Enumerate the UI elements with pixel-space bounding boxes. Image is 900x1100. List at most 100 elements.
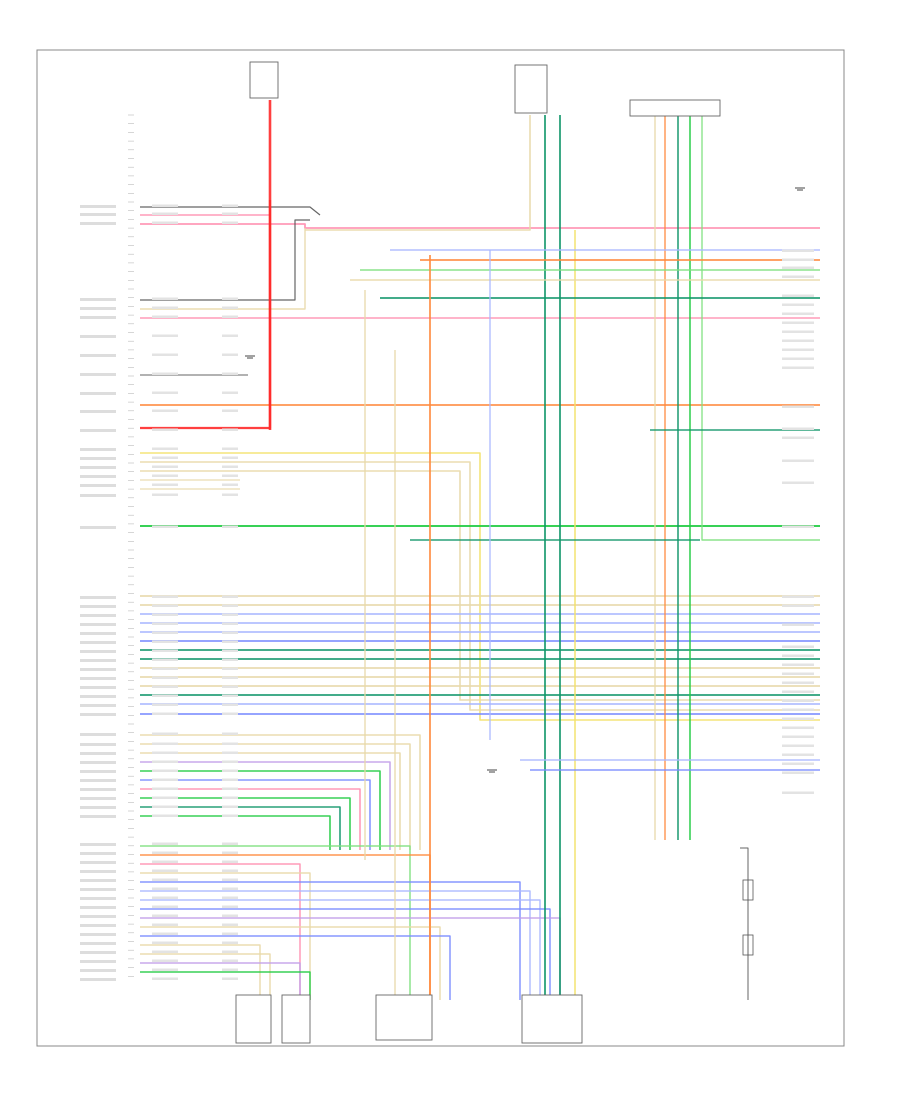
circuit-id-mark xyxy=(222,712,238,715)
wire-color-mark xyxy=(152,676,178,679)
wire-bottom-14 xyxy=(140,971,311,1000)
circuit-id-mark xyxy=(222,860,238,863)
right-label-mark xyxy=(782,312,814,315)
signal-name-mark xyxy=(80,815,116,818)
circuit-id-mark xyxy=(222,685,238,688)
wire-color-mark xyxy=(152,604,178,607)
right-label-mark xyxy=(782,681,814,684)
circuit-id-mark xyxy=(222,769,238,772)
circuit-id-mark xyxy=(222,456,238,459)
wire-sensor-feed xyxy=(740,847,749,1000)
circuit-id-mark xyxy=(222,851,238,854)
right-label-mark xyxy=(782,348,814,351)
wire-color-mark xyxy=(152,769,178,772)
wire-color-mark xyxy=(152,751,178,754)
right-label-mark xyxy=(782,366,814,369)
signal-name-mark xyxy=(80,335,116,338)
signal-name-mark xyxy=(80,623,116,626)
right-label-mark xyxy=(782,604,814,607)
signal-name-mark xyxy=(80,484,116,487)
circuit-id-mark xyxy=(222,968,238,971)
right-label-mark xyxy=(782,672,814,675)
wire-bottom-10 xyxy=(140,935,451,1000)
circuit-id-mark xyxy=(222,732,238,735)
right-label-mark xyxy=(782,654,814,657)
sensor-coil-b xyxy=(742,934,754,956)
right-label-mark xyxy=(782,481,814,484)
right-label-mark xyxy=(782,663,814,666)
wire-bottom-4 xyxy=(140,881,521,1000)
signal-name-mark xyxy=(80,897,116,900)
right-label-mark xyxy=(782,791,814,794)
signal-name-mark xyxy=(80,843,116,846)
circuit-id-mark xyxy=(222,372,238,375)
wire-color-mark xyxy=(152,447,178,450)
right-label-mark xyxy=(782,303,814,306)
bottom-connector-a xyxy=(235,994,272,1044)
right-label-mark xyxy=(782,717,814,720)
wire-yellow-a xyxy=(140,452,820,721)
wire-color-mark xyxy=(152,613,178,616)
wire-color-mark xyxy=(152,778,178,781)
signal-name-mark xyxy=(80,779,116,782)
wire-mid-2 xyxy=(140,752,401,850)
wire-pink-main xyxy=(140,223,820,229)
signal-name-mark xyxy=(80,650,116,653)
signal-name-mark xyxy=(80,969,116,972)
circuit-id-mark xyxy=(222,315,238,318)
wire-color-mark xyxy=(152,805,178,808)
circuit-id-mark xyxy=(222,703,238,706)
wire-color-mark xyxy=(152,658,178,661)
circuit-id-mark xyxy=(222,742,238,745)
circuit-id-mark xyxy=(222,391,238,394)
wire-top-gray xyxy=(140,206,321,216)
wire-color-mark xyxy=(152,796,178,799)
circuit-id-mark xyxy=(222,613,238,616)
signal-name-mark xyxy=(80,743,116,746)
wire-tan-b xyxy=(140,461,820,711)
circuit-id-mark xyxy=(222,878,238,881)
circuit-id-mark xyxy=(222,447,238,450)
signal-name-mark xyxy=(80,870,116,873)
signal-name-mark xyxy=(80,713,116,716)
right-label-mark xyxy=(782,427,814,430)
wire-color-mark xyxy=(152,703,178,706)
wire-layer xyxy=(140,100,820,1000)
circuit-id-mark xyxy=(222,604,238,607)
signal-name-mark xyxy=(80,788,116,791)
circuit-id-mark xyxy=(222,353,238,356)
circuit-id-mark xyxy=(222,959,238,962)
signal-name-mark xyxy=(80,429,116,432)
wire-color-mark xyxy=(152,640,178,643)
wire-color-mark xyxy=(152,923,178,926)
wire-color-mark xyxy=(152,742,178,745)
circuit-id-mark xyxy=(222,631,238,634)
wire-bottom-8 xyxy=(140,917,561,1000)
circuit-id-mark xyxy=(222,221,238,224)
right-label-mark xyxy=(782,405,814,408)
wire-color-mark xyxy=(152,869,178,872)
circuit-id-mark xyxy=(222,905,238,908)
circuit-id-mark xyxy=(222,676,238,679)
circuit-id-mark xyxy=(222,914,238,917)
diagram-frame xyxy=(36,49,845,1047)
circuit-id-mark xyxy=(222,297,238,300)
wire-tan-a xyxy=(140,228,306,310)
wire-color-mark xyxy=(152,409,178,412)
right-label-mark xyxy=(782,339,814,342)
wire-color-mark xyxy=(152,760,178,763)
circuit-id-mark xyxy=(222,887,238,890)
wire-mid-5 xyxy=(140,779,371,850)
circuit-id-mark xyxy=(222,796,238,799)
wire-color-mark xyxy=(152,950,178,953)
signal-name-mark xyxy=(80,205,116,208)
right-label-mark xyxy=(782,771,814,774)
circuit-id-mark xyxy=(222,760,238,763)
bottom-connector-b xyxy=(281,994,311,1044)
circuit-id-mark xyxy=(222,658,238,661)
wire-bottom-12 xyxy=(140,953,271,1000)
wire-color-mark xyxy=(152,814,178,817)
wire-color-mark xyxy=(152,474,178,477)
right-label-mark xyxy=(782,357,814,360)
circuit-id-mark xyxy=(222,525,238,528)
